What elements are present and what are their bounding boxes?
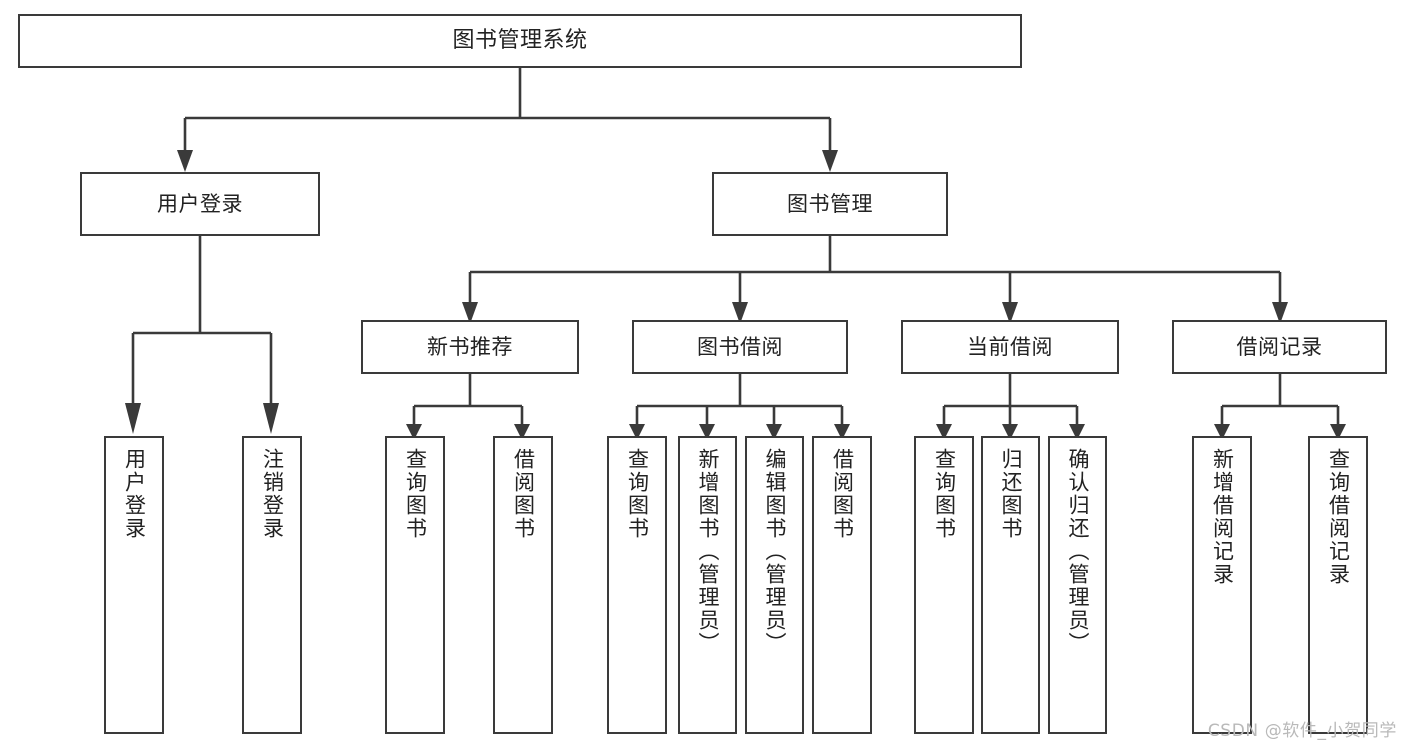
node-label: 新书推荐 <box>427 334 513 359</box>
node-label: 编辑图书（管理员） <box>762 448 787 655</box>
node-label: 查询图书 <box>932 448 957 540</box>
leaf-edit-book-admin[interactable]: 编辑图书（管理员） <box>745 436 804 734</box>
node-current-borrow[interactable]: 当前借阅 <box>901 320 1119 374</box>
node-label: 查询图书 <box>403 448 428 540</box>
node-label: 借阅图书 <box>511 448 536 540</box>
node-label: 注销登录 <box>260 448 285 540</box>
node-book-management[interactable]: 图书管理 <box>712 172 948 236</box>
node-label: 新增借阅记录 <box>1210 448 1235 586</box>
node-label: 用户登录 <box>157 191 243 216</box>
leaf-borrow-book-borrow[interactable]: 借阅图书 <box>812 436 872 734</box>
leaf-query-book-recommend[interactable]: 查询图书 <box>385 436 445 734</box>
node-new-book-recommend[interactable]: 新书推荐 <box>361 320 579 374</box>
leaf-user-login[interactable]: 用户登录 <box>104 436 164 734</box>
leaf-logout-login[interactable]: 注销登录 <box>242 436 302 734</box>
node-label: 归还图书 <box>998 448 1023 540</box>
node-label: 借阅图书 <box>830 448 855 540</box>
node-label: 新增图书（管理员） <box>695 448 720 655</box>
node-label: 确认归还（管理员） <box>1065 448 1090 655</box>
node-label: 图书管理系统 <box>452 28 588 54</box>
leaf-query-borrow-record[interactable]: 查询借阅记录 <box>1308 436 1368 734</box>
csdn-watermark: CSDN @软件_小贺同学 <box>1207 721 1397 741</box>
leaf-query-book-current[interactable]: 查询图书 <box>914 436 974 734</box>
leaf-query-book-borrow[interactable]: 查询图书 <box>607 436 667 734</box>
node-book-borrow[interactable]: 图书借阅 <box>632 320 848 374</box>
leaf-return-book[interactable]: 归还图书 <box>981 436 1040 734</box>
node-label: 用户登录 <box>122 448 147 540</box>
node-label: 图书管理 <box>787 191 873 216</box>
node-label: 当前借阅 <box>967 334 1053 359</box>
leaf-add-book-admin[interactable]: 新增图书（管理员） <box>678 436 737 734</box>
leaf-confirm-return-admin[interactable]: 确认归还（管理员） <box>1048 436 1107 734</box>
leaf-add-borrow-record[interactable]: 新增借阅记录 <box>1192 436 1252 734</box>
node-label: 图书借阅 <box>697 334 783 359</box>
node-label: 借阅记录 <box>1236 334 1323 359</box>
node-user-login[interactable]: 用户登录 <box>80 172 320 236</box>
node-label: 查询图书 <box>625 448 650 540</box>
node-label: 查询借阅记录 <box>1326 448 1351 586</box>
node-root-book-management-system[interactable]: 图书管理系统 <box>18 14 1022 68</box>
leaf-borrow-book-recommend[interactable]: 借阅图书 <box>493 436 553 734</box>
node-borrow-record[interactable]: 借阅记录 <box>1172 320 1387 374</box>
